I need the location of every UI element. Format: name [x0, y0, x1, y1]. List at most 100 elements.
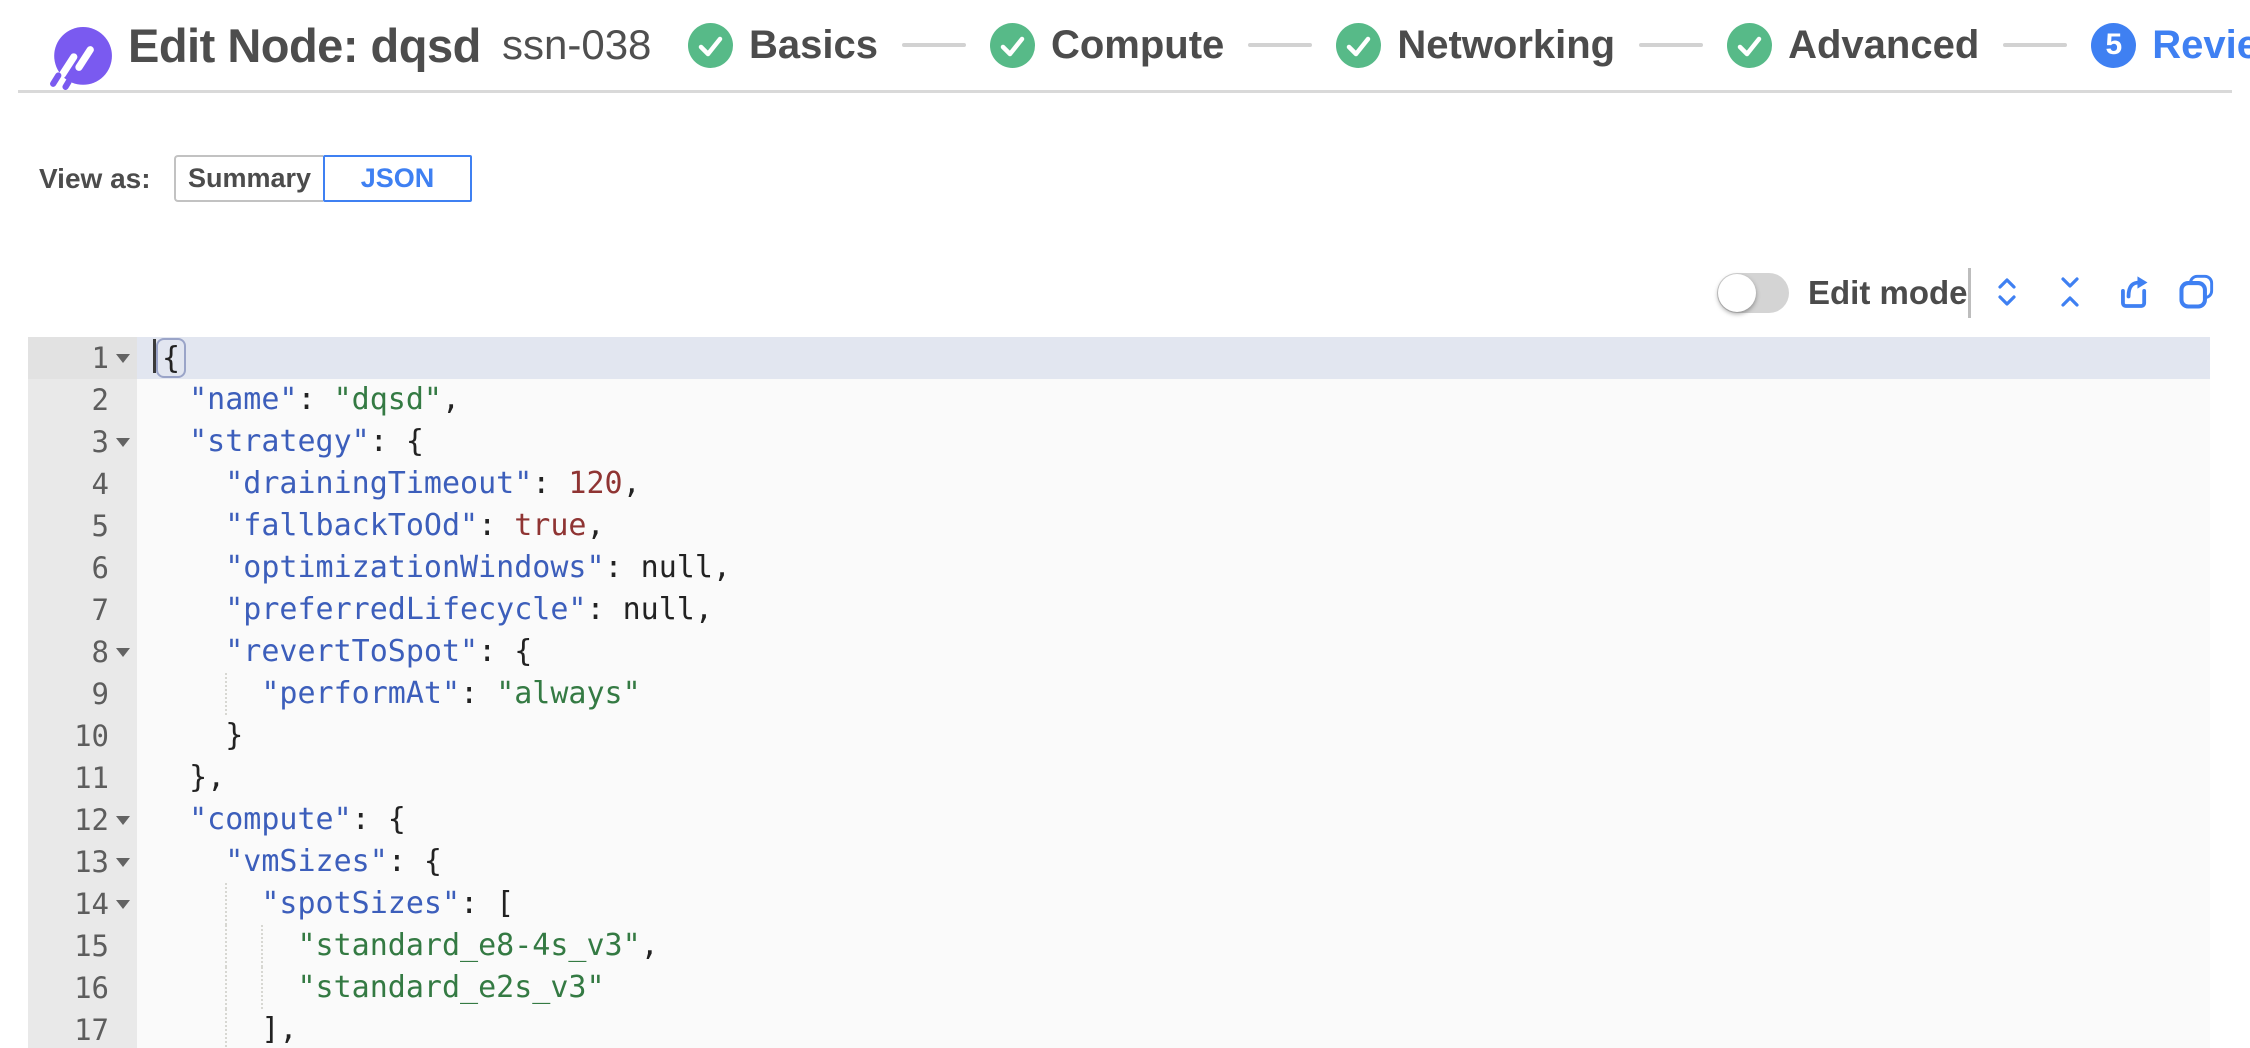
line-number: 15: [74, 929, 109, 963]
editor-line-10: 10 }: [28, 715, 2210, 757]
code-line[interactable]: "spotSizes": [: [137, 883, 2210, 925]
code-line[interactable]: "preferredLifecycle": null,: [225, 592, 713, 627]
editor-toolbar: [1984, 264, 2219, 320]
line-number: 14: [74, 887, 109, 921]
line-number: 1: [91, 341, 109, 375]
step-connector: [1639, 43, 1704, 47]
step-connector: [1248, 43, 1313, 47]
step-number-circle: 5: [2091, 22, 2137, 68]
gutter-cell: 11: [28, 757, 137, 799]
editor-line-7: 7 "preferredLifecycle": null,: [28, 589, 2210, 631]
fold-toggle-icon[interactable]: [116, 648, 130, 657]
code-line[interactable]: ],: [137, 1009, 2210, 1048]
gutter-cell: 8: [28, 631, 137, 673]
step-compute[interactable]: Compute: [989, 22, 1224, 68]
step-label: Basics: [749, 22, 878, 67]
editor-line-4: 4 "drainingTimeout": 120,: [28, 463, 2210, 505]
code-line[interactable]: "performAt": "always": [137, 673, 2210, 715]
code-line[interactable]: "optimizationWindows": null,: [225, 550, 731, 585]
step-networking[interactable]: Networking: [1336, 22, 1616, 68]
step-basics[interactable]: Basics: [688, 22, 878, 68]
step-label: Networking: [1397, 22, 1616, 67]
collapse-all-button[interactable]: [2047, 264, 2093, 320]
check-icon: [698, 36, 723, 56]
fold-toggle-icon[interactable]: [116, 816, 130, 825]
code-line[interactable]: "compute": {: [189, 802, 406, 837]
gutter-cell: 1: [28, 337, 137, 379]
fold-toggle-icon[interactable]: [116, 858, 130, 867]
step-complete-circle: [1727, 22, 1773, 68]
line-number: 6: [91, 551, 109, 585]
line-number: 16: [74, 971, 109, 1005]
editor-line-1: 1{: [28, 337, 2210, 379]
editor-line-8: 8 "revertToSpot": {: [28, 631, 2210, 673]
matched-bracket: {: [156, 338, 187, 378]
gutter-cell: 12: [28, 799, 137, 841]
wizard-stepper: Basics Compute Networking: [688, 0, 2250, 90]
expand-all-button[interactable]: [1984, 264, 2030, 320]
page-title: Edit Node: dqsd: [128, 18, 481, 72]
check-icon: [1347, 36, 1371, 56]
code-line[interactable]: "fallbackToOd": true,: [225, 508, 605, 543]
edit-mode-toggle[interactable]: [1717, 273, 1789, 313]
gutter-cell: 3: [28, 421, 137, 463]
toolbar-divider: [1968, 268, 1971, 318]
code-line[interactable]: "strategy": {: [189, 424, 424, 459]
editor-line-11: 11 },: [28, 757, 2210, 799]
code-line[interactable]: "standard_e8-4s_v3",: [137, 925, 2210, 967]
fold-toggle-icon[interactable]: [116, 438, 130, 447]
editor-line-6: 6 "optimizationWindows": null,: [28, 547, 2210, 589]
code-line[interactable]: "drainingTimeout": 120,: [225, 466, 641, 501]
check-icon: [1000, 36, 1025, 56]
editor-line-17: 17 ],: [28, 1009, 2210, 1048]
indent-guide: [261, 925, 264, 967]
gutter-cell: 17: [28, 1009, 137, 1048]
code-line[interactable]: "name": "dqsd",: [189, 382, 461, 417]
line-number: 4: [91, 467, 109, 501]
code-line[interactable]: "standard_e2s_v3": [137, 967, 2210, 1009]
editor-line-9: 9 "performAt": "always": [28, 673, 2210, 715]
fold-toggle-icon[interactable]: [116, 900, 130, 909]
gutter-cell: 14: [28, 883, 137, 925]
editor-line-3: 3 "strategy": {: [28, 421, 2210, 463]
export-icon: [2121, 276, 2148, 308]
gutter-cell: 6: [28, 547, 137, 589]
json-editor[interactable]: 1{2 "name": "dqsd",3 "strategy": {4 "dra…: [28, 337, 2210, 1048]
summary-tab-button[interactable]: Summary: [174, 155, 323, 202]
editor-line-15: 15 "standard_e8-4s_v3",: [28, 925, 2210, 967]
code-line[interactable]: "vmSizes": {: [225, 844, 442, 879]
line-number: 9: [91, 677, 109, 711]
line-number: 10: [74, 719, 109, 753]
json-tab-button[interactable]: JSON: [323, 155, 472, 202]
editor-line-13: 13 "vmSizes": {: [28, 841, 2210, 883]
line-number: 12: [74, 803, 109, 837]
copy-icon: [2179, 274, 2214, 309]
export-button[interactable]: [2110, 264, 2156, 320]
spot-logo-icon: [50, 27, 112, 90]
step-review[interactable]: 5 Review: [2091, 22, 2250, 68]
indent-guide: [261, 967, 264, 1009]
copy-button[interactable]: [2173, 264, 2219, 320]
edit-mode-label: Edit mode: [1808, 274, 1968, 311]
header: Edit Node: dqsd ssn-038 Basics Compute: [0, 0, 2250, 90]
line-number: 11: [74, 761, 109, 795]
fold-toggle-icon[interactable]: [116, 354, 130, 363]
line-number: 13: [74, 845, 109, 879]
gutter-cell: 13: [28, 841, 137, 883]
step-complete-circle: [989, 22, 1035, 68]
expand-all-icon: [1998, 278, 2016, 306]
gutter-cell: 15: [28, 925, 137, 967]
code-line[interactable]: {: [137, 337, 2210, 379]
gutter-cell: 4: [28, 463, 137, 505]
step-advanced[interactable]: Advanced: [1727, 22, 1979, 68]
line-number: 2: [91, 383, 109, 417]
editor-line-2: 2 "name": "dqsd",: [28, 379, 2210, 421]
indent-guide: [225, 925, 228, 967]
indent-guide: [225, 967, 228, 1009]
indent-guide: [225, 1009, 228, 1048]
step-label: Review: [2152, 22, 2250, 67]
code-line[interactable]: },: [189, 760, 226, 795]
code-line[interactable]: "revertToSpot": {: [225, 634, 533, 669]
code-line[interactable]: }: [225, 718, 244, 753]
